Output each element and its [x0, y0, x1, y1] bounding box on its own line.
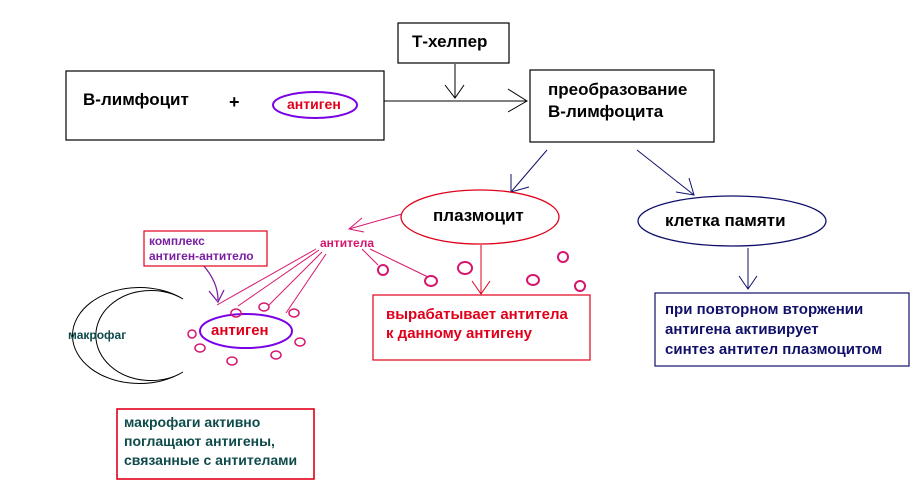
arrow-t-helper-head	[444, 84, 465, 99]
antigen-top-label: антиген	[287, 96, 341, 112]
antibody-line	[285, 253, 327, 314]
complex-box	[143, 230, 268, 267]
memory-note-box	[654, 292, 910, 367]
produces-box	[372, 294, 591, 361]
macrophage-note-box	[116, 408, 315, 480]
plasmocyte-label: плазмоцит	[433, 206, 524, 225]
antigen-bottom-label: антиген	[211, 322, 269, 339]
transformation-label-2: В-лимфоцита	[548, 102, 664, 121]
antibody-line	[267, 251, 323, 307]
antibody-particles-right	[377, 251, 586, 292]
memory-note-label-3: синтез антител плазмоцитом	[665, 341, 883, 358]
arrow-to-antibodies-head	[347, 217, 365, 233]
antibody-line	[361, 248, 379, 266]
transformation-box	[529, 69, 715, 143]
produces-label-2: к данному антигену	[386, 325, 532, 342]
arrow-to-memory-head	[675, 177, 695, 196]
arrow-to-memory-note-head	[738, 275, 758, 290]
memory-cell-ellipse	[637, 195, 827, 247]
t-helper-label: Т-хелпер	[412, 32, 488, 51]
macrophage-shape	[72, 287, 184, 384]
macrophage-label: макрофаг	[68, 328, 127, 342]
arrow-main-head	[507, 88, 528, 113]
antibody-line	[237, 249, 320, 307]
antibody-particles-left	[187, 302, 306, 366]
macrophage-note-label-1: макрофаги активно	[124, 414, 261, 430]
antigen-top-ellipse	[272, 91, 358, 119]
memory-note-label-2: антигена активирует	[665, 321, 819, 338]
arrow-to-produces-head	[471, 280, 491, 295]
arrow-to-antibodies	[348, 213, 403, 230]
memory-note-label-1: при повторном вторжении	[665, 301, 864, 318]
complex-label-1: комплекс	[149, 234, 205, 248]
arrow-to-memory	[636, 149, 695, 196]
b-lymphocyte-label: В-лимфоцит	[83, 90, 189, 109]
antibodies-label: антитела	[320, 236, 375, 250]
arrow-to-plasmocyte	[510, 149, 548, 193]
antigen-bottom-ellipse	[199, 313, 293, 349]
complex-label-2: антиген-антитело	[149, 249, 254, 263]
arrow-complex	[202, 264, 219, 301]
plasmocyte-ellipse	[400, 189, 560, 245]
transformation-label-1: преобразование	[548, 80, 688, 99]
memory-cell-label: клетка памяти	[665, 211, 786, 230]
arrow-complex-head	[208, 289, 225, 304]
macrophage-note-label-2: поглащают антигены,	[124, 433, 275, 449]
plus-sign: +	[229, 92, 240, 112]
produces-label-1: вырабатывает антитела	[386, 306, 568, 323]
antibody-line	[216, 248, 317, 306]
antibody-line	[369, 248, 429, 278]
t-helper-box	[397, 22, 510, 64]
macrophage-note-label-3: связанные с антителами	[124, 452, 298, 468]
